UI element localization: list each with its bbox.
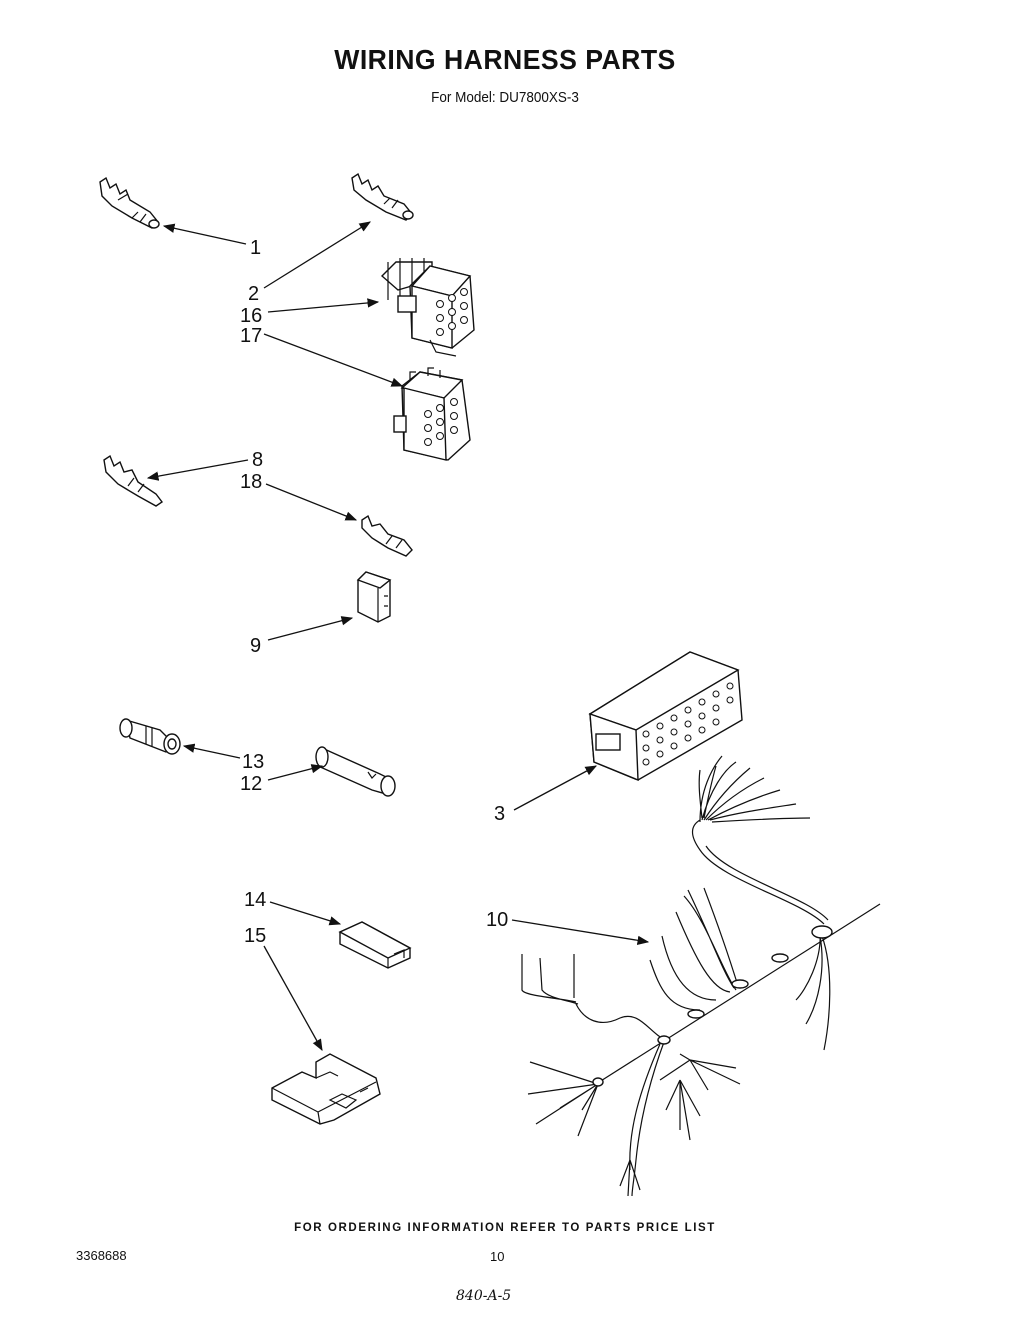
- callout-10: 10: [486, 909, 508, 931]
- callout-14: 14: [244, 889, 266, 911]
- leader-18: [265, 483, 358, 521]
- page-title: WIRING HARNESS PARTS: [334, 44, 676, 75]
- callout-labels: 1 2 16 17 8 18 9 13 12 3 10 14 15: [240, 237, 508, 947]
- callout-13: 13: [242, 751, 264, 773]
- leader-12: [267, 764, 324, 781]
- leader-lines: [146, 221, 650, 1052]
- callout-8: 8: [252, 449, 263, 471]
- leader-2: [263, 221, 371, 289]
- part-14-clip: [338, 921, 412, 969]
- callout-1: 1: [250, 237, 261, 259]
- callout-16: 16: [240, 305, 262, 327]
- part-12-butt-connector: [315, 746, 396, 797]
- leader-1: [162, 223, 247, 245]
- part-1-terminal: [99, 176, 160, 229]
- leader-3: [513, 765, 598, 811]
- part-16-connector: [380, 258, 475, 357]
- callout-15: 15: [244, 925, 266, 947]
- callout-9: 9: [250, 635, 261, 657]
- leader-8: [146, 459, 249, 481]
- leader-16: [267, 298, 380, 313]
- callout-17: 17: [240, 325, 262, 347]
- page-number: 10: [490, 1249, 505, 1264]
- leader-10: [511, 919, 650, 945]
- part-17-connector: [393, 367, 471, 461]
- document-number: 3368688: [76, 1248, 127, 1263]
- part-3-connector-block: [588, 651, 743, 782]
- handwritten-note: 840-A-5: [456, 1288, 512, 1304]
- part-8-terminal: [103, 454, 164, 507]
- part-15-bracket: [271, 1053, 381, 1125]
- part-13-sleeve: [119, 718, 181, 755]
- part-3-holes: [642, 682, 734, 766]
- leader-14: [269, 901, 342, 926]
- model-subtitle: For Model: DU7800XS-3: [431, 89, 579, 106]
- callout-3: 3: [494, 803, 505, 825]
- part-10-harness: [521, 755, 881, 1197]
- part-2-terminal: [351, 172, 414, 221]
- callout-2: 2: [248, 283, 259, 305]
- leader-9: [267, 616, 354, 641]
- part-9-block: [356, 571, 392, 623]
- callout-12: 12: [240, 773, 262, 795]
- leader-13: [182, 743, 241, 759]
- callout-18: 18: [240, 471, 262, 493]
- ordering-note: FOR ORDERING INFORMATION REFER TO PARTS …: [294, 1222, 716, 1234]
- leader-17: [263, 333, 404, 387]
- leader-15: [263, 945, 323, 1052]
- part-18-terminal: [361, 514, 413, 557]
